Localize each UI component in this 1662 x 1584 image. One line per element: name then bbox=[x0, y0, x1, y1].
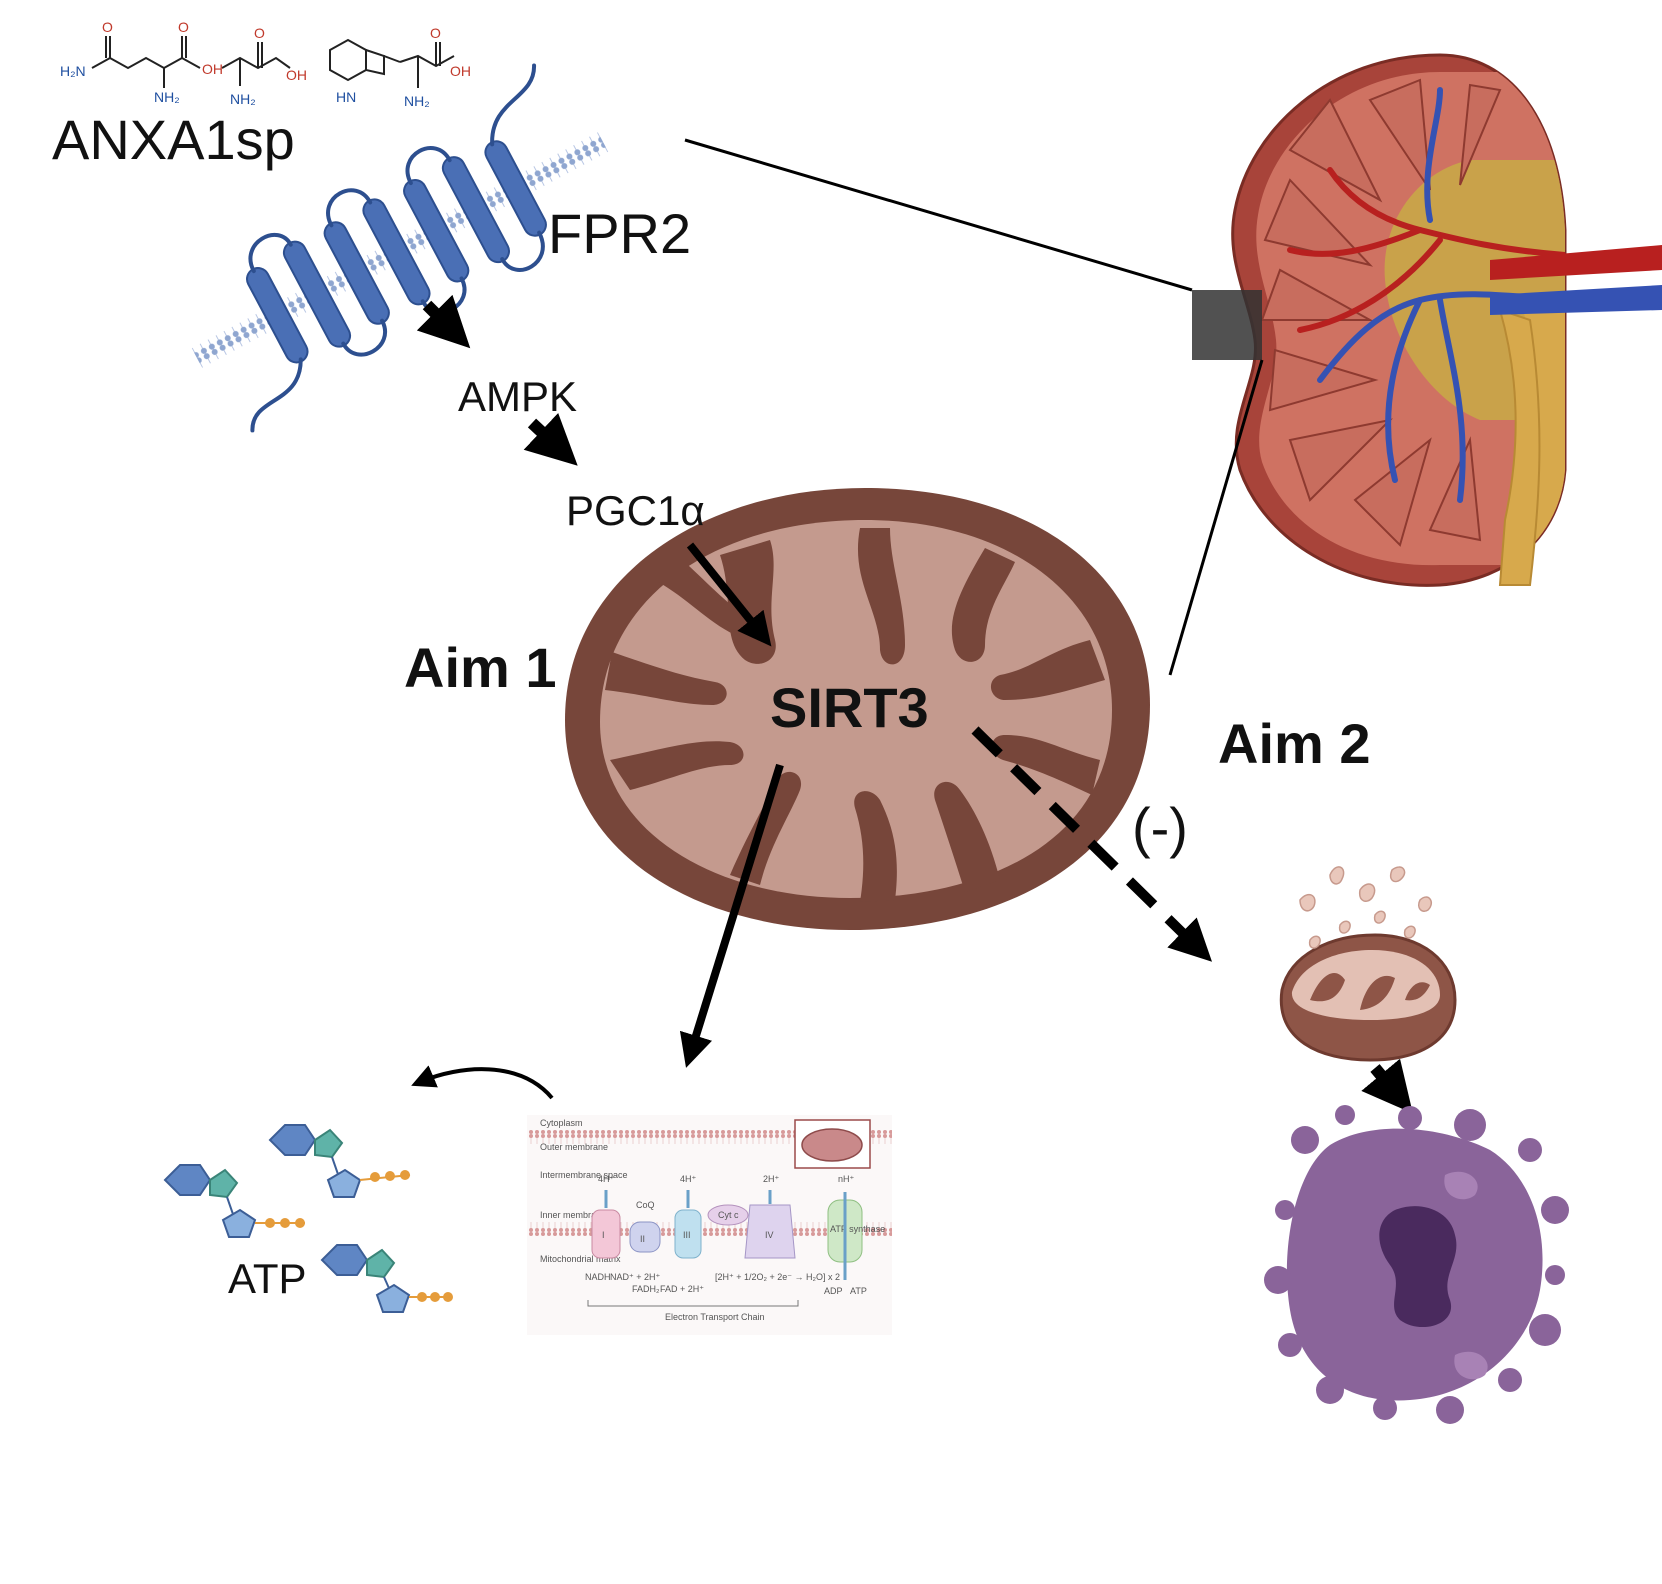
etc-inset-mito-icon bbox=[801, 1128, 863, 1162]
etc-label-intermembrane: Intermembrane space bbox=[540, 1170, 628, 1180]
dying-cell-icon bbox=[1264, 1105, 1569, 1424]
mitochondrion-icon bbox=[565, 488, 1150, 930]
etc-proton-arrows bbox=[604, 1190, 847, 1280]
etc-complex-iii bbox=[674, 1209, 702, 1259]
etc-cyt-c-label: Cyt c bbox=[718, 1210, 739, 1220]
etc-label-inner-membrane: Inner membrane bbox=[540, 1210, 606, 1220]
kidney-icon bbox=[1192, 53, 1662, 587]
atom-nh2c: NH₂ bbox=[404, 93, 430, 109]
atom-h2n: H₂N bbox=[60, 63, 86, 79]
arrow-ampk-to-pgc1a bbox=[523, 412, 578, 466]
etc-label-cytoplasm: Cytoplasm bbox=[540, 1118, 583, 1128]
fpr2-receptor-icon bbox=[191, 63, 609, 433]
etc-label-matrix: Mitochondrial matrix bbox=[540, 1254, 621, 1264]
etc-proton-1: 4H⁺ bbox=[598, 1174, 615, 1184]
etc-atp-synthase-label: ATP synthase bbox=[830, 1224, 885, 1234]
etc-label-outer-membrane: Outer membrane bbox=[540, 1142, 608, 1152]
arrow-etc-to-atp bbox=[411, 1065, 554, 1100]
etc-proton-3: 2H⁺ bbox=[763, 1174, 780, 1184]
atom-oh3: OH bbox=[450, 63, 471, 79]
etc-fad-label: FAD + 2H⁺ bbox=[660, 1284, 704, 1294]
label-fpr2: FPR2 bbox=[548, 202, 692, 265]
etc-complex-iv bbox=[744, 1204, 796, 1259]
arrow-sirt3-to-etc bbox=[679, 763, 784, 1068]
atp-molecules-icon bbox=[163, 1124, 453, 1313]
atom-oh2: OH bbox=[286, 67, 307, 83]
label-pgc1a: PGC1α bbox=[566, 487, 705, 534]
label-aim2: Aim 2 bbox=[1218, 712, 1371, 775]
label-ampk: AMPK bbox=[458, 373, 578, 420]
label-inhibit: (-) bbox=[1132, 796, 1188, 859]
etc-complex-iii-label: III bbox=[683, 1230, 691, 1240]
label-aim1: Aim 1 bbox=[404, 636, 557, 699]
anxa1sp-molecule-icon bbox=[91, 36, 455, 88]
etc-proton-2: 4H⁺ bbox=[680, 1174, 697, 1184]
atom-o1: O bbox=[102, 19, 113, 35]
atom-nh2b: NH₂ bbox=[230, 91, 256, 107]
label-atp: ATP bbox=[228, 1255, 307, 1302]
etc-panel: Cytoplasm Outer membrane Intermembrane s… bbox=[527, 1115, 892, 1335]
atom-hn: HN bbox=[336, 89, 356, 105]
atom-nh2a: NH₂ bbox=[154, 89, 180, 105]
zoom-line-bottom bbox=[1168, 359, 1264, 676]
etc-coq-label: CoQ bbox=[636, 1200, 655, 1210]
atom-o4: O bbox=[430, 25, 441, 41]
kidney-zoom-box bbox=[1192, 290, 1262, 360]
label-anxa1sp: ANXA1sp bbox=[52, 108, 295, 171]
etc-nad-label: NAD⁺ + 2H⁺ bbox=[610, 1272, 661, 1282]
etc-proton-4: nH⁺ bbox=[838, 1174, 855, 1184]
etc-bracket bbox=[587, 1300, 799, 1307]
etc-fadh2-label: FADH₂ bbox=[632, 1284, 660, 1294]
atom-o3: O bbox=[254, 25, 265, 41]
etc-caption: Electron Transport Chain bbox=[665, 1312, 765, 1322]
etc-complex-i bbox=[591, 1209, 621, 1259]
etc-nadh-label: NADH bbox=[585, 1272, 611, 1282]
atom-o2: O bbox=[178, 19, 189, 35]
etc-adp-label: ADP bbox=[824, 1286, 843, 1296]
arrow-damage-to-death bbox=[1361, 1058, 1413, 1114]
zoom-line-top bbox=[684, 138, 1193, 292]
etc-cyt-c bbox=[707, 1204, 749, 1226]
arrow-pgc1a-to-sirt3 bbox=[686, 542, 772, 647]
etc-complex-i-label: I bbox=[602, 1230, 605, 1240]
atom-oh1: OH bbox=[202, 61, 223, 77]
etc-complex-ii bbox=[629, 1221, 661, 1253]
damaged-mitochondrion-icon bbox=[1279, 866, 1457, 1062]
molecule-atom-labels: H₂N O O NH₂ OH NH₂ O OH HN NH₂ O OH bbox=[60, 19, 471, 109]
etc-complex-iv-label: IV bbox=[765, 1230, 774, 1240]
etc-atp-label: ATP bbox=[850, 1286, 867, 1296]
etc-water-equation: [2H⁺ + 1/2O₂ + 2e⁻ → H₂O] x 2 bbox=[715, 1272, 840, 1282]
etc-complex-ii-label: II bbox=[640, 1234, 645, 1244]
label-sirt3: SIRT3 bbox=[770, 676, 929, 739]
arrow-fpr2-to-ampk bbox=[416, 294, 471, 349]
